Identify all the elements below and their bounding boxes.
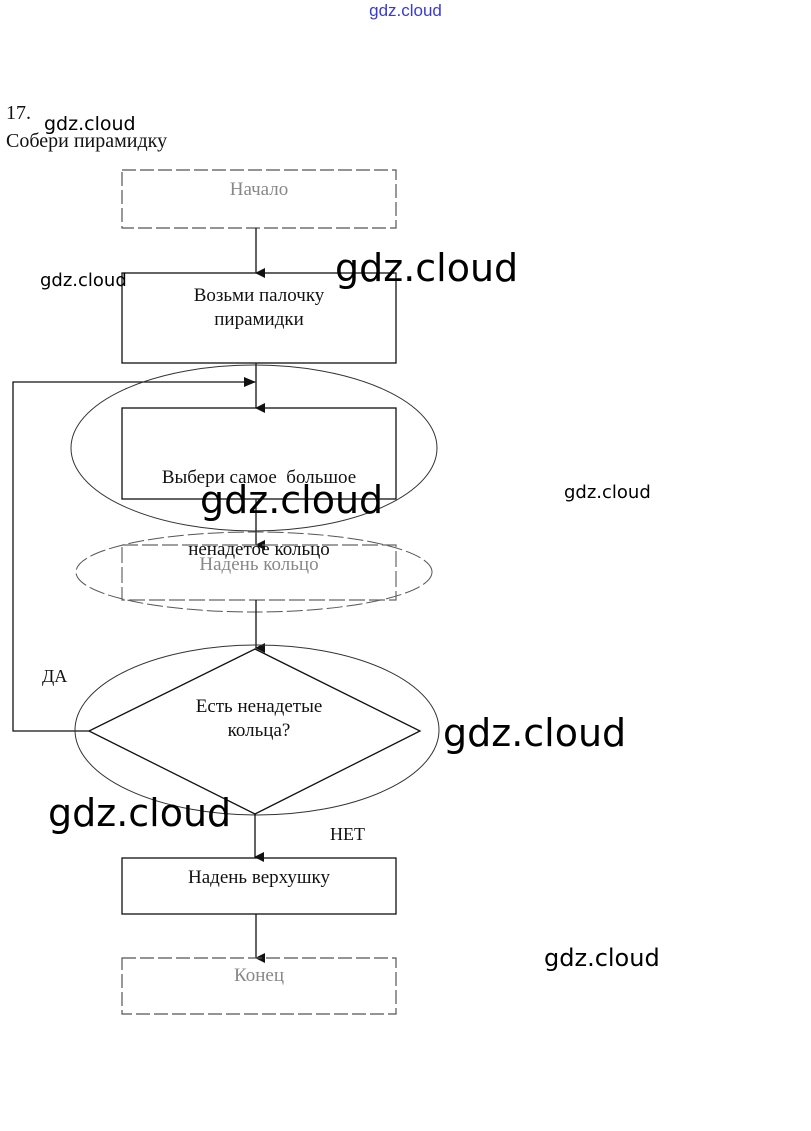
- watermark: gdz.cloud: [544, 944, 660, 972]
- choose-ring-line2: ненадетое кольцо: [188, 539, 330, 560]
- branch-no-label: НЕТ: [330, 824, 365, 844]
- end-label: Конец: [234, 965, 284, 986]
- decision-label: Есть ненадетые кольца?: [122, 695, 396, 743]
- take-stick-label: Возьми палочку пирамидки: [122, 284, 396, 332]
- watermark: gdz.cloud: [40, 270, 127, 291]
- watermark: gdz.cloud: [200, 478, 384, 522]
- decision-line2: кольца?: [227, 720, 291, 741]
- watermark: gdz.cloud: [48, 791, 232, 835]
- task-number: 17.: [6, 102, 31, 124]
- watermark: gdz.cloud: [335, 246, 519, 290]
- start-label: Начало: [229, 179, 289, 200]
- start-box: [121, 169, 397, 229]
- watermark: gdz.cloud: [443, 711, 627, 755]
- take-stick-box: [121, 272, 397, 364]
- choose-ring-ellipse: [70, 364, 438, 532]
- choose-ring-line1: Выбери самое большое: [161, 467, 357, 488]
- take-stick-line2: пирамидки: [214, 309, 304, 330]
- watermark: gdz.cloud: [564, 482, 651, 503]
- choose-ring-box: [121, 407, 397, 500]
- put-top-box: [121, 857, 397, 915]
- branch-yes-label: ДА: [42, 666, 68, 686]
- put-top-label: Надень верхушку: [188, 867, 330, 888]
- site-link[interactable]: gdz.cloud: [369, 1, 442, 20]
- loop-back-line: [12, 377, 256, 732]
- put-ring-box: [121, 544, 397, 601]
- decision-line1: Есть ненадетые: [195, 696, 323, 717]
- put-ring-ellipse: [75, 531, 433, 613]
- choose-ring-label: Выбери самое большое ненадетое кольцо: [122, 418, 396, 586]
- take-stick-line1: Возьми палочку: [193, 285, 325, 306]
- end-box: [121, 957, 397, 1015]
- decision-ellipse: [74, 644, 440, 816]
- watermark: gdz.cloud: [44, 113, 136, 135]
- put-ring-label: Надень кольцо: [199, 554, 319, 575]
- task-title: Собери пирамидку: [6, 130, 168, 152]
